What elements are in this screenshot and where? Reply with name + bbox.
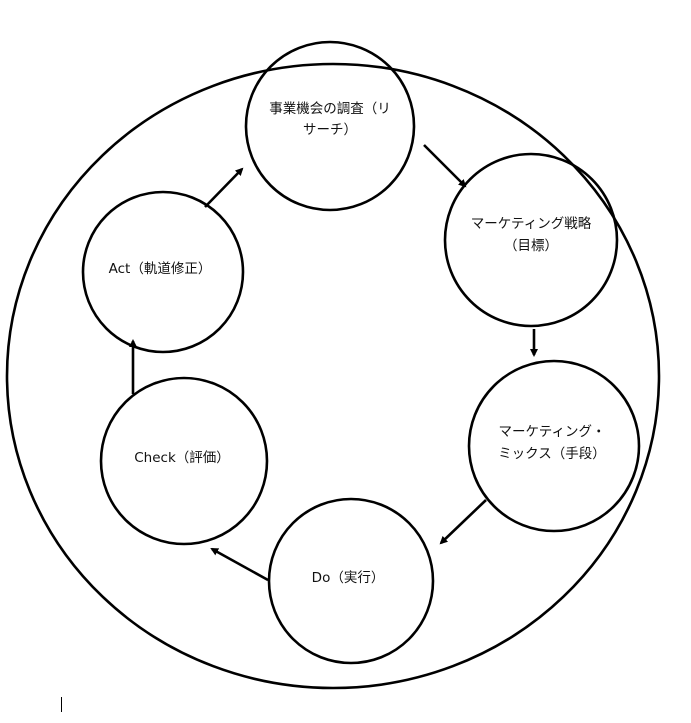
outer-circle — [5, 62, 661, 690]
node-label: マーケティング・ — [499, 424, 606, 440]
node-label: マーケティング戦略 — [471, 216, 592, 232]
node-label: 事業機会の調査（リ — [269, 101, 391, 117]
node-check: Check（評価） — [99, 376, 269, 546]
node-label: （目標） — [504, 238, 558, 254]
arrow-act-to-research — [204, 167, 244, 208]
node-label: Check（評価） — [134, 450, 230, 466]
node-research: 事業機会の調査（リ サーチ） — [244, 40, 416, 212]
node-label: ミックス（手段） — [498, 446, 606, 462]
arrow-research-to-strategy — [423, 144, 467, 188]
node-mix: マーケティング・ ミックス（手段） — [467, 359, 641, 533]
node-label: サーチ） — [303, 122, 357, 138]
node-act: Act（軌道修正） — [81, 190, 245, 354]
node-strategy: マーケティング戦略 （目標） — [443, 152, 619, 328]
node-label: Do（実行） — [312, 570, 385, 586]
node-do: Do（実行） — [267, 497, 435, 665]
arrow-mix-to-do — [439, 499, 487, 545]
text-cursor — [61, 697, 62, 712]
arrow-do-to-check — [210, 547, 269, 582]
node-label: Act（軌道修正） — [109, 261, 212, 277]
